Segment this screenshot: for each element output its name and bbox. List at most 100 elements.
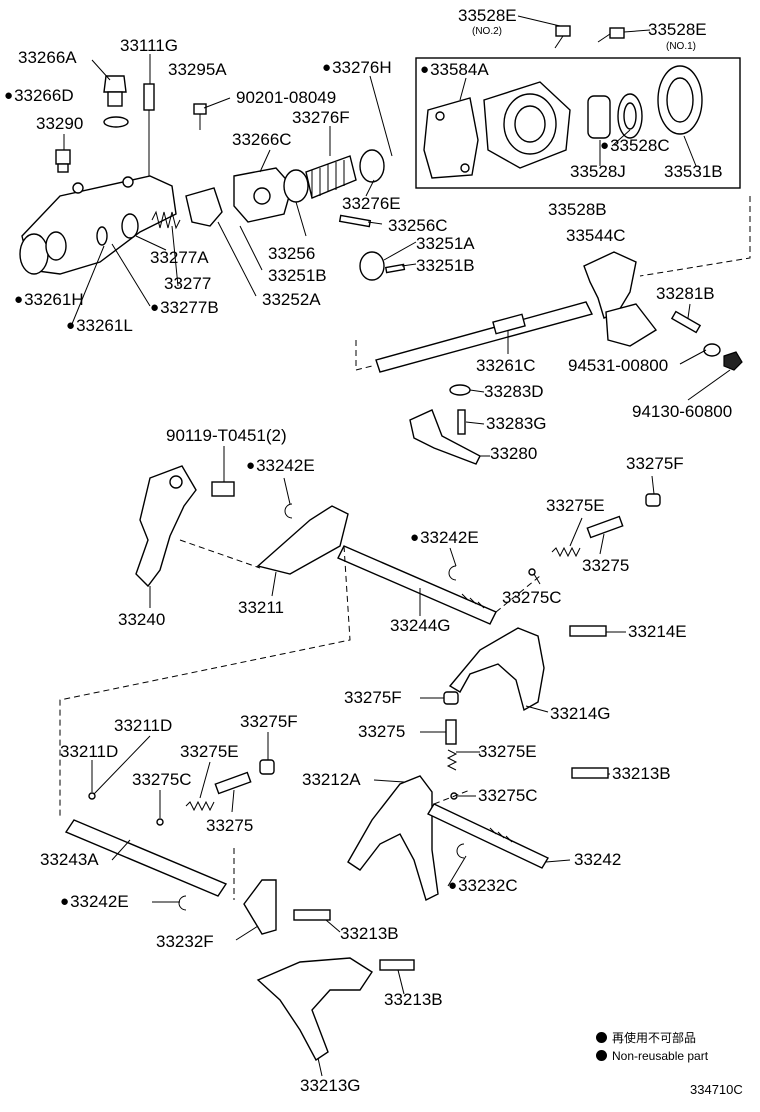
plug-33290 xyxy=(55,149,71,173)
spring-33275e-b xyxy=(446,749,458,771)
label-33256: 33256 xyxy=(268,244,316,263)
clip-33232c xyxy=(456,843,465,859)
legend-text-english: Non-reusable part xyxy=(612,1049,709,1063)
label-33528c: 33528C xyxy=(600,136,670,157)
label-94130-60800: 94130-60800 xyxy=(632,402,733,421)
label-33242e-c: 33242E xyxy=(60,892,129,913)
spacer-33251a xyxy=(359,251,385,281)
label-33544c: 33544C xyxy=(566,226,626,245)
pin-33283d xyxy=(449,384,471,396)
fork-33213g xyxy=(256,957,373,1062)
label-33280: 33280 xyxy=(490,444,538,463)
label-33276f: 33276F xyxy=(292,108,350,127)
pin-33281b xyxy=(670,310,702,334)
label-33276e: 33276E xyxy=(342,194,401,213)
seat-33276e xyxy=(359,149,385,183)
label-33528e-no1-note: (NO.1) xyxy=(666,41,696,52)
label-33251b-a: 33251B xyxy=(268,266,327,285)
label-94531-00800: 94531-00800 xyxy=(568,356,669,375)
shift-head-33211 xyxy=(256,505,349,575)
label-33275c-c: 33275C xyxy=(478,786,538,805)
selector-lever-33544c xyxy=(583,251,658,347)
label-33531b: 33531B xyxy=(664,162,723,181)
label-33261h: 33261H xyxy=(14,290,84,311)
label-33266a: 33266A xyxy=(18,48,77,67)
label-33290: 33290 xyxy=(36,114,84,133)
fork-33212a xyxy=(347,775,439,901)
label-33211d-b: 33211D xyxy=(60,742,119,761)
plug-33275f-a xyxy=(645,493,661,507)
bolt-33528e-no1 xyxy=(597,27,625,43)
label-33266c: 33266C xyxy=(232,130,292,149)
ball-33211d xyxy=(88,792,96,800)
label-33232c: 33232C xyxy=(448,876,518,897)
label-33213b-c: 33213B xyxy=(384,990,443,1009)
nut-94130 xyxy=(723,351,743,371)
label-33528e-no2: 33528E xyxy=(458,6,517,25)
ball-33275c-a xyxy=(528,568,536,576)
label-33277: 33277 xyxy=(164,274,212,293)
clip-33242e-b xyxy=(448,565,457,581)
pin-33256c xyxy=(338,214,372,228)
clip-33242e-a xyxy=(284,503,293,519)
label-33240: 33240 xyxy=(118,610,166,629)
label-33283g: 33283G xyxy=(486,414,547,433)
label-33232f: 33232F xyxy=(156,932,214,951)
lever-33256 xyxy=(283,169,309,237)
oil-seal-ring xyxy=(617,93,643,139)
extension-housing xyxy=(483,81,571,169)
shift-shaft-33261c xyxy=(375,301,594,373)
lever-33280 xyxy=(409,409,481,465)
shift-head-33232f xyxy=(243,879,277,935)
label-33244g: 33244G xyxy=(390,616,451,635)
legend-row-japanese: 再使用不可部品 xyxy=(596,1030,696,1046)
label-33584a: 33584A xyxy=(420,60,489,81)
label-33214e: 33214E xyxy=(628,622,687,641)
lever-33240 xyxy=(135,465,197,588)
washer-94531 xyxy=(703,343,721,357)
label-33275e-a: 33275E xyxy=(546,496,605,515)
label-33252a: 33252A xyxy=(262,290,321,309)
label-33213b-a: 33213B xyxy=(612,764,671,783)
label-33242e-a: 33242E xyxy=(246,456,315,477)
label-33213g: 33213G xyxy=(300,1076,361,1095)
label-33275-c: 33275 xyxy=(206,816,254,835)
shaft-33242 xyxy=(427,803,549,869)
label-90201-08049: 90201-08049 xyxy=(236,88,337,107)
label-33528b: 33528B xyxy=(548,200,607,219)
pin-33275-b xyxy=(445,719,457,745)
label-33214g: 33214G xyxy=(550,704,611,723)
spring-33275e-a xyxy=(551,546,581,558)
dust-seal xyxy=(657,65,703,135)
bolt-90201 xyxy=(193,103,207,130)
spring-33277-group xyxy=(121,210,181,239)
label-33275e-c: 33275E xyxy=(478,742,537,761)
plug-33275f-c xyxy=(259,759,275,775)
label-33528e-no2-note: (NO.2) xyxy=(472,26,502,37)
label-33243a: 33243A xyxy=(40,850,99,869)
label-33295a: 33295A xyxy=(168,60,227,79)
label-33261l: 33261L xyxy=(66,316,133,337)
label-33242e-b: 33242E xyxy=(410,528,479,549)
label-33275f-a: 33275F xyxy=(626,454,684,473)
label-33251a: 33251A xyxy=(416,234,475,253)
assembly-dashed-lines xyxy=(59,196,751,900)
plug-33266a xyxy=(103,75,127,107)
label-33251b-b: 33251B xyxy=(416,256,475,275)
label-33275c-b: 33275C xyxy=(132,770,192,789)
label-33275-a: 33275 xyxy=(582,556,630,575)
label-33528j: 33528J xyxy=(570,162,626,181)
label-33212a: 33212A xyxy=(302,770,361,789)
label-33213b-b: 33213B xyxy=(340,924,399,943)
pin-33283g xyxy=(457,409,466,435)
plug-33275f-b xyxy=(443,691,459,705)
washer-33266d xyxy=(103,116,129,128)
bushings-33261 xyxy=(45,226,108,261)
fork-33214g xyxy=(448,627,545,712)
label-33275-b: 33275 xyxy=(358,722,406,741)
lever-housing-33266c xyxy=(233,167,293,223)
case-cover-gasket xyxy=(423,97,479,179)
pin-33275-a xyxy=(586,515,624,539)
label-33111g: 33111G xyxy=(120,36,178,55)
label-33277a: 33277A xyxy=(150,248,209,267)
